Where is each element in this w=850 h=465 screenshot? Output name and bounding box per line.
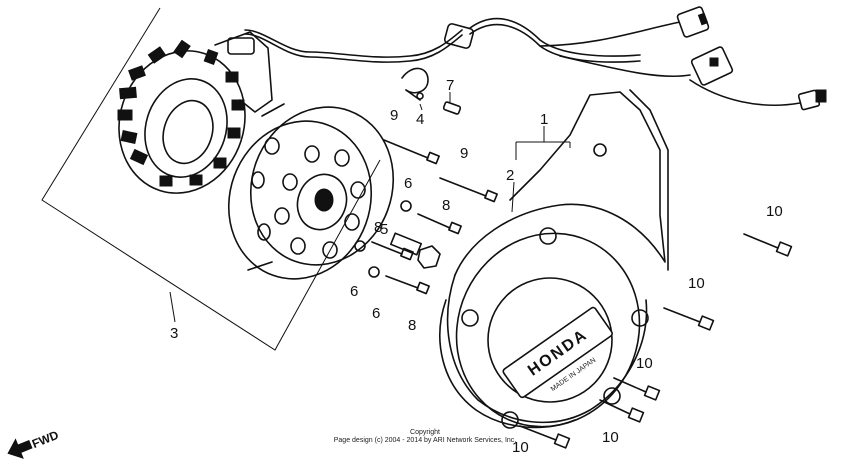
callout-5: 5 bbox=[380, 221, 388, 238]
callout-10-c: 10 bbox=[636, 355, 653, 372]
leaders-1-2 bbox=[511, 126, 571, 213]
copyright-line2: Page design (c) 2004 - 2014 by ARI Netwo… bbox=[334, 437, 517, 444]
callout-8-c: 8 bbox=[408, 317, 416, 334]
cover-nameplate bbox=[502, 306, 613, 399]
callout-7: 7 bbox=[446, 77, 454, 94]
wiring-harness bbox=[244, 6, 827, 111]
stator-coils bbox=[117, 39, 245, 187]
callout-9-b: 9 bbox=[460, 145, 468, 162]
bolt-7 bbox=[442, 92, 462, 115]
callout-9-a: 9 bbox=[390, 107, 398, 124]
callout-4: 4 bbox=[416, 111, 424, 128]
flywheel bbox=[227, 103, 395, 280]
stator bbox=[117, 31, 273, 194]
assembly-3-bracket bbox=[41, 7, 381, 351]
callout-6-a: 6 bbox=[404, 175, 412, 192]
callout-1: 1 bbox=[540, 111, 548, 128]
callout-8-a: 8 bbox=[442, 197, 450, 214]
callout-10-e: 10 bbox=[512, 439, 529, 456]
copyright: Copyright Page design (c) 2004 - 2014 by… bbox=[334, 429, 517, 444]
flywheel-holes bbox=[251, 137, 366, 259]
callouts: 1 2 3 4 5 6 6 6 7 8 8 8 9 9 10 10 10 10 … bbox=[170, 77, 783, 456]
callout-8-b: 8 bbox=[374, 219, 382, 236]
fwd-indicator: FWD bbox=[7, 428, 61, 459]
fwd-arrow-icon bbox=[7, 438, 33, 459]
callout-10-d: 10 bbox=[602, 429, 619, 446]
callout-10-b: 10 bbox=[688, 275, 705, 292]
wire-clamp bbox=[401, 67, 429, 111]
bolts bbox=[354, 139, 793, 449]
callout-2: 2 bbox=[506, 167, 514, 184]
callout-6-b: 6 bbox=[350, 283, 358, 300]
callout-10-a: 10 bbox=[766, 203, 783, 220]
fwd-label: FWD bbox=[30, 428, 61, 451]
copyright-line1: Copyright bbox=[410, 429, 440, 436]
callout-3: 3 bbox=[170, 325, 178, 342]
callout-6-c: 6 bbox=[372, 305, 380, 322]
